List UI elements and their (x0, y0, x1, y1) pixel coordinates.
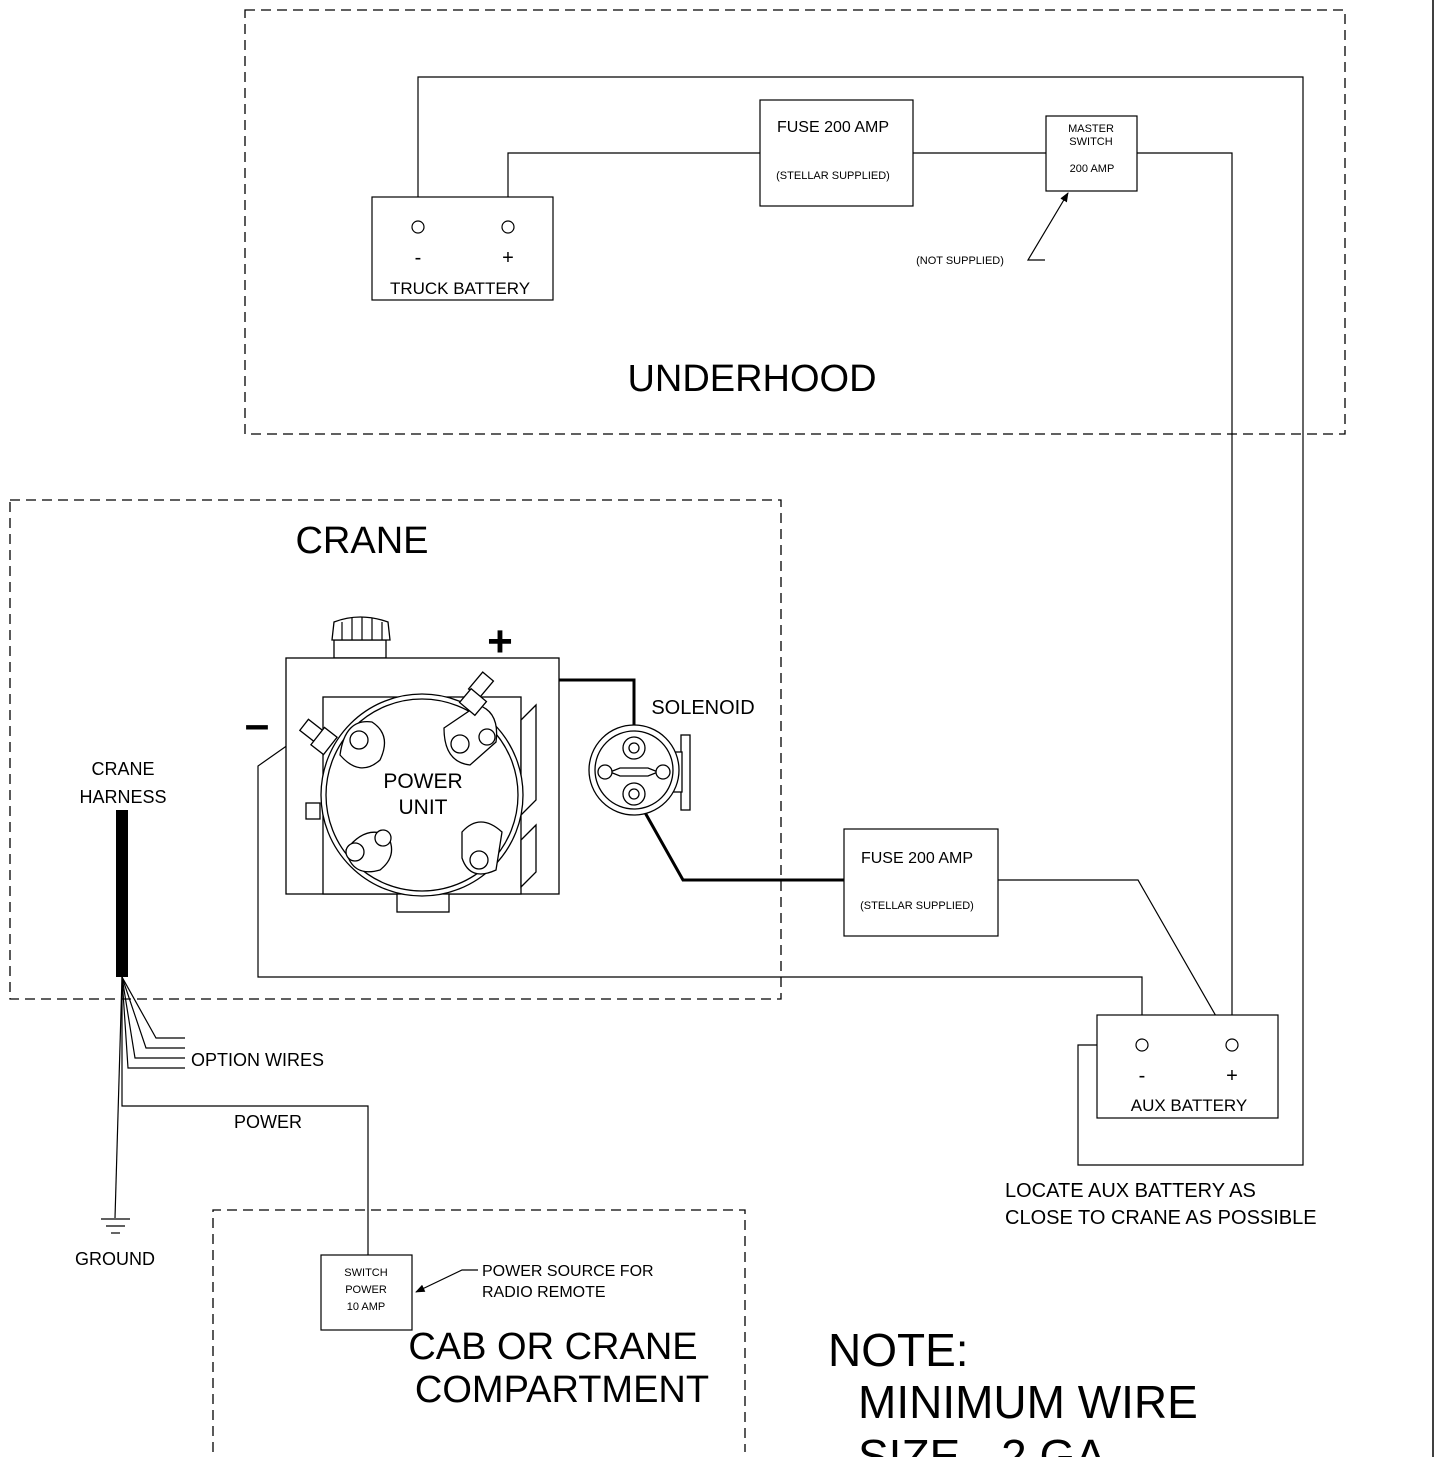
power-unit: POWER UNIT + – (245, 616, 560, 913)
solenoid-right-stud (655, 764, 671, 780)
locate-note-line2: CLOSE TO CRANE AS POSSIBLE (1005, 1207, 1317, 1229)
locate-note-line1: LOCATE AUX BATTERY AS (1005, 1180, 1256, 1202)
power-unit-cap-base (333, 639, 387, 659)
note-title: NOTE: (828, 1324, 969, 1376)
switch-power-line3: 10 AMP (347, 1301, 386, 1313)
cab-boundary (212, 1209, 746, 1452)
power-unit-cap (331, 616, 391, 641)
truck-battery: - + TRUCK BATTERY (371, 196, 554, 301)
fuse-bottom-title: FUSE 200 AMP (861, 850, 973, 867)
option-wire-1 (121, 976, 185, 1039)
power-unit-pos-terminal (458, 671, 495, 717)
not-supplied-label: (NOT SUPPLIED) (916, 255, 1004, 267)
wire-fuse-aux-pos (998, 879, 1229, 1038)
wire-ground-loop (417, 76, 1304, 1166)
power-unit-neg-terminal (298, 718, 338, 756)
power-source-line2: RADIO REMOTE (482, 1284, 606, 1301)
truck-battery-label: TRUCK BATTERY (390, 279, 530, 298)
fuse-top-title: FUSE 200 AMP (777, 119, 889, 136)
cab-zone: CAB OR CRANE COMPARTMENT (212, 1209, 746, 1452)
power-source-line1: POWER SOURCE FOR (482, 1263, 654, 1280)
wire-negative (257, 732, 1143, 1037)
wire-switch-aux-pos (1137, 152, 1233, 1037)
aux-battery-label: AUX BATTERY (1131, 1096, 1248, 1115)
power-wire (121, 977, 369, 1255)
underhood-zone: UNDERHOOD (244, 9, 1346, 435)
fuse-bottom-box (843, 828, 999, 937)
power-unit-bracket-bottom (520, 823, 537, 889)
option-wires-label: OPTION WIRES (191, 1050, 324, 1070)
aux-battery-pos-terminal (1225, 1038, 1239, 1052)
ground-wire (114, 976, 123, 1219)
crane-harness-line1: CRANE (91, 759, 154, 779)
solenoid-bar (608, 767, 660, 777)
aux-battery-neg-terminal (1135, 1038, 1149, 1052)
crane-harness-line2: HARNESS (79, 787, 166, 807)
switch-power-line2: POWER (345, 1284, 387, 1296)
wires (257, 76, 1304, 1166)
underhood-label: UNDERHOOD (627, 358, 876, 400)
bolt-slot-br (461, 821, 503, 875)
note-block: NOTE: MINIMUM WIRE SIZE - 2 GA (828, 1324, 1198, 1457)
crane-boundary (9, 499, 782, 1000)
truck-battery-neg-label: - (415, 247, 422, 269)
bolt-slot-tl (339, 720, 386, 769)
not-supplied-leader (1026, 192, 1069, 261)
power-label: POWER (234, 1112, 302, 1132)
aux-battery-pos-label: + (1226, 1065, 1238, 1087)
truck-battery-pos-label: + (502, 247, 514, 269)
power-unit-line1: POWER (383, 770, 462, 793)
power-unit-bottom (396, 893, 450, 913)
master-switch-box (1045, 115, 1138, 192)
master-switch: MASTER SWITCH 200 AMP (1045, 115, 1138, 192)
cab-label-line1-text: CAB OR CRANE (408, 1326, 697, 1368)
harness-bundle (116, 810, 128, 977)
aux-battery-box (1096, 1014, 1279, 1119)
option-wire-4 (121, 976, 185, 1069)
cable-solenoid-fuse (632, 792, 844, 882)
aux-battery: - + AUX BATTERY (1096, 1014, 1279, 1119)
ground-label: GROUND (75, 1249, 155, 1269)
bolt-slot-tr (443, 704, 498, 766)
truck-battery-neg-terminal (411, 220, 425, 234)
option-wire-3 (121, 976, 185, 1059)
fuse-top-box (759, 99, 914, 207)
aux-battery-neg-label: - (1139, 1065, 1146, 1087)
master-switch-line2: SWITCH (1069, 136, 1112, 148)
solenoid-label: SOLENOID (651, 697, 754, 719)
fuse-bottom: FUSE 200 AMP (STELLAR SUPPLIED) (843, 828, 999, 937)
crane-harness: CRANE HARNESS (79, 759, 369, 1255)
master-switch-line1: MASTER (1068, 123, 1114, 135)
power-unit-side-tab (305, 802, 321, 820)
crane-zone: CRANE (9, 499, 782, 1000)
solenoid: SOLENOID (588, 697, 755, 816)
switch-power-line1: SWITCH (344, 1267, 387, 1279)
underhood-boundary (244, 9, 1346, 435)
solenoid-left-stud (597, 764, 613, 780)
power-unit-line2: UNIT (399, 796, 448, 819)
minus-sign: – (245, 700, 269, 749)
crane-label: CRANE (295, 520, 428, 562)
fuse-top: FUSE 200 AMP (STELLAR SUPPLIED) (759, 99, 914, 207)
note-line2: SIZE - 2 GA (858, 1430, 1106, 1457)
fuse-bottom-note: (STELLAR SUPPLIED) (860, 900, 974, 912)
bolt-slot-bl (345, 829, 393, 873)
cab-label-line2-text: COMPARTMENT (415, 1369, 709, 1411)
fuse-top-note: (STELLAR SUPPLIED) (776, 170, 890, 182)
option-wire-2 (121, 976, 185, 1049)
note-line1: MINIMUM WIRE (858, 1376, 1198, 1428)
plus-sign: + (487, 617, 513, 666)
solenoid-bottom-stud-center (628, 788, 640, 800)
switch-power: SWITCH POWER 10 AMP POWER SOURCE FOR RAD… (320, 1254, 654, 1331)
truck-battery-box (371, 196, 554, 301)
power-source-leader (415, 1269, 478, 1293)
truck-battery-pos-terminal (501, 220, 515, 234)
master-switch-rating: 200 AMP (1070, 163, 1115, 175)
solenoid-top-stud-center (628, 742, 640, 754)
switch-power-box (320, 1254, 413, 1331)
